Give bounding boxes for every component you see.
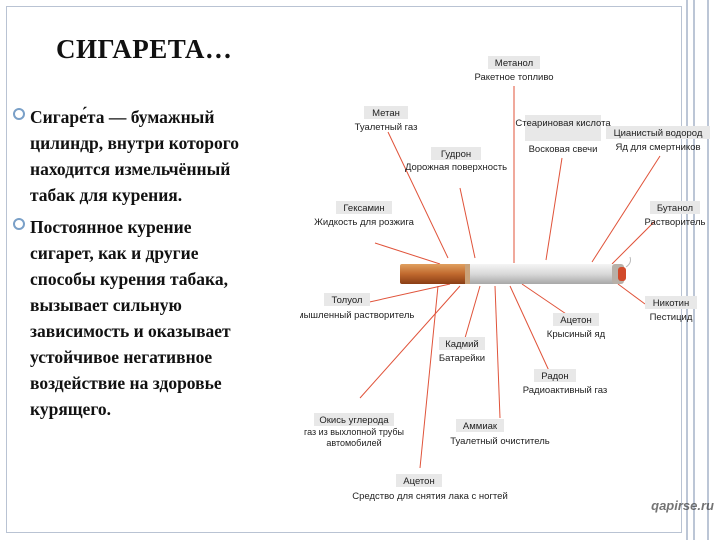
bullet-item: Постоянное курение сигарет, как и другие… xyxy=(12,214,312,422)
label-name: Гудрон xyxy=(441,149,471,160)
label-use: Крысиный яд xyxy=(547,329,606,340)
label-tar: Гудрон Дорожная поверхность xyxy=(405,147,507,173)
bullet-text: Постоянное курение сигарет, как и другие… xyxy=(30,217,231,419)
leader-line xyxy=(611,220,656,265)
leader-line xyxy=(387,131,449,259)
leader-line xyxy=(464,285,481,339)
leader-line xyxy=(545,157,563,261)
label-use: Растворитель xyxy=(645,217,706,228)
label-radon: Радон Радиоактивный газ xyxy=(523,369,608,396)
label-use: Дорожная поверхность xyxy=(405,162,507,173)
label-use: Туалетный газ xyxy=(355,122,418,133)
label-name: Ацетон xyxy=(560,315,591,326)
leader-line xyxy=(364,283,451,304)
label-use: Пестицид xyxy=(650,312,693,323)
label-name: Бутанол xyxy=(657,203,693,214)
leader-line xyxy=(374,242,441,265)
label-nicotine: Никотин Пестицид xyxy=(645,296,697,323)
label-cadmium: Кадмий Батарейки xyxy=(439,337,485,364)
label-name: Аммиак xyxy=(463,421,498,432)
label-name: Кадмий xyxy=(445,339,479,350)
label-use: Ракетное топливо xyxy=(474,72,553,83)
bullet-item: Сигаре́та — бумажный цилиндр, внутри кот… xyxy=(12,104,312,208)
label-name: Метанол xyxy=(495,58,533,69)
watermark: qapirse.ru xyxy=(651,498,714,513)
label-methane: Метан Туалетный газ xyxy=(355,106,418,133)
label-name: Цианистый водород xyxy=(614,128,703,139)
label-methanol: Метанол Ракетное топливо xyxy=(474,56,554,83)
side-rail-3 xyxy=(707,0,709,540)
label-carbon-monoxide: Окись углерода газ из выхлопной трубы ав… xyxy=(304,413,404,448)
label-name: Стеариновая кислота xyxy=(515,118,611,129)
slide-frame xyxy=(6,6,682,533)
label-use: газ из выхлопной трубы автомобилей xyxy=(304,427,404,448)
label-name: Радон xyxy=(541,371,568,382)
label-use: Средство для снятия лака с ногтей xyxy=(352,491,508,502)
leader-line xyxy=(494,285,501,419)
label-use: Жидкость для розжига xyxy=(314,217,414,228)
leader-line xyxy=(459,187,476,259)
cigarette-icon xyxy=(400,256,631,284)
label-name: Окись углерода xyxy=(319,415,389,426)
label-ammonia: Аммиак Туалетный очиститель xyxy=(450,419,550,447)
label-name: Гексамин xyxy=(343,203,384,214)
slide-title: СИГАРЕТА… xyxy=(56,34,233,64)
label-name: Метан xyxy=(372,108,400,119)
bullet-circle-icon xyxy=(12,107,30,208)
label-name: Никотин xyxy=(653,298,689,309)
leader-line xyxy=(419,285,439,469)
leader-lines xyxy=(359,86,661,469)
label-acetone-1: Ацетон Крысиный яд xyxy=(547,313,606,340)
side-rail-1 xyxy=(686,0,688,540)
bullet-text: Сигаре́та — бумажный цилиндр, внутри кот… xyxy=(30,107,240,205)
leader-line xyxy=(509,285,551,374)
label-stearic-acid: Стеариновая кислота Восковая свечи xyxy=(515,115,611,155)
leader-line xyxy=(591,155,661,263)
label-use: Яд для смертников xyxy=(615,142,700,153)
label-butanol: Бутанол Растворитель xyxy=(645,201,706,228)
leader-line xyxy=(617,283,646,305)
cigarette-diagram: Метанол Ракетное топливо Метан Туалетный… xyxy=(300,48,720,518)
label-toluene: Толуол Промышленный растворитель xyxy=(300,293,414,321)
label-use: Туалетный очиститель xyxy=(450,436,550,447)
bullet-list: Сигаре́та — бумажный цилиндр, внутри кот… xyxy=(12,104,312,464)
label-hydrogen-cyanide: Цианистый водород Яд для смертников xyxy=(606,126,710,153)
label-hexamine: Гексамин Жидкость для розжига xyxy=(314,201,415,228)
label-use: Промышленный растворитель xyxy=(300,310,414,321)
label-use: Радиоактивный газ xyxy=(523,385,608,396)
label-acetone-2: Ацетон Средство для снятия лака с ногтей xyxy=(352,474,508,502)
leader-line xyxy=(359,285,461,399)
label-name: Толуол xyxy=(332,295,363,306)
side-rail-2 xyxy=(693,0,695,540)
label-use: Батарейки xyxy=(439,353,485,364)
bullet-circle-icon xyxy=(12,217,30,422)
label-use: Восковая свечи xyxy=(529,144,598,155)
label-name: Ацетон xyxy=(403,476,434,487)
